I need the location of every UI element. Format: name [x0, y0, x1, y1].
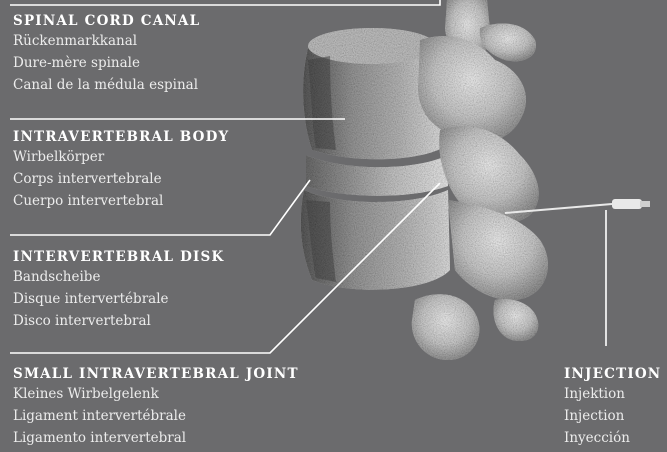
translation-fr: Ligament intervertébrale [13, 405, 299, 427]
lower-lamina [448, 200, 548, 300]
label-spinal-cord-canal: SPINAL CORD CANAL Rückenmarkkanal Dure-m… [13, 12, 200, 96]
label-injection: INJECTION Injektion Injection Inyección [564, 365, 661, 449]
heading-injection: INJECTION [564, 365, 661, 383]
translation-fr: Disque intervertébrale [13, 288, 224, 310]
translation-de: Kleines Wirbelgelenk [13, 383, 299, 405]
heading-spinal-cord-canal: SPINAL CORD CANAL [13, 12, 200, 30]
translation-es: Canal de la médula espinal [13, 74, 200, 96]
leader-spinal-canal [10, 0, 440, 5]
translation-fr: Injection [564, 405, 661, 427]
label-small-intravertebral-joint: SMALL INTRAVERTEBRAL JOINT Kleines Wirbe… [13, 365, 299, 449]
translation-de: Bandscheibe [13, 266, 224, 288]
lower-spinous-process [494, 299, 539, 341]
translation-de: Rückenmarkkanal [13, 30, 200, 52]
translation-es: Cuerpo intervertebral [13, 190, 229, 212]
disk-shape [306, 155, 448, 196]
translation-es: Disco intervertebral [13, 310, 224, 332]
translation-de: Injektion [564, 383, 661, 405]
translation-fr: Dure-mère spinale [13, 52, 200, 74]
translation-de: Wirbelkörper [13, 146, 229, 168]
vertebrae [301, 0, 548, 360]
translation-es: Inyección [564, 427, 661, 449]
label-intervertebral-disk: INTERVERTEBRAL DISK Bandscheibe Disque i… [13, 248, 224, 332]
lower-inferior-process [412, 294, 480, 360]
heading-intravertebral-body: INTRAVERTEBRAL BODY [13, 128, 229, 146]
label-intravertebral-body: INTRAVERTEBRAL BODY Wirbelkörper Corps i… [13, 128, 229, 212]
heading-intervertebral-disk: INTERVERTEBRAL DISK [13, 248, 224, 266]
translation-es: Ligamento intervertebral [13, 427, 299, 449]
translation-fr: Corps intervertebrale [13, 168, 229, 190]
heading-small-intravertebral-joint: SMALL INTRAVERTEBRAL JOINT [13, 365, 299, 383]
